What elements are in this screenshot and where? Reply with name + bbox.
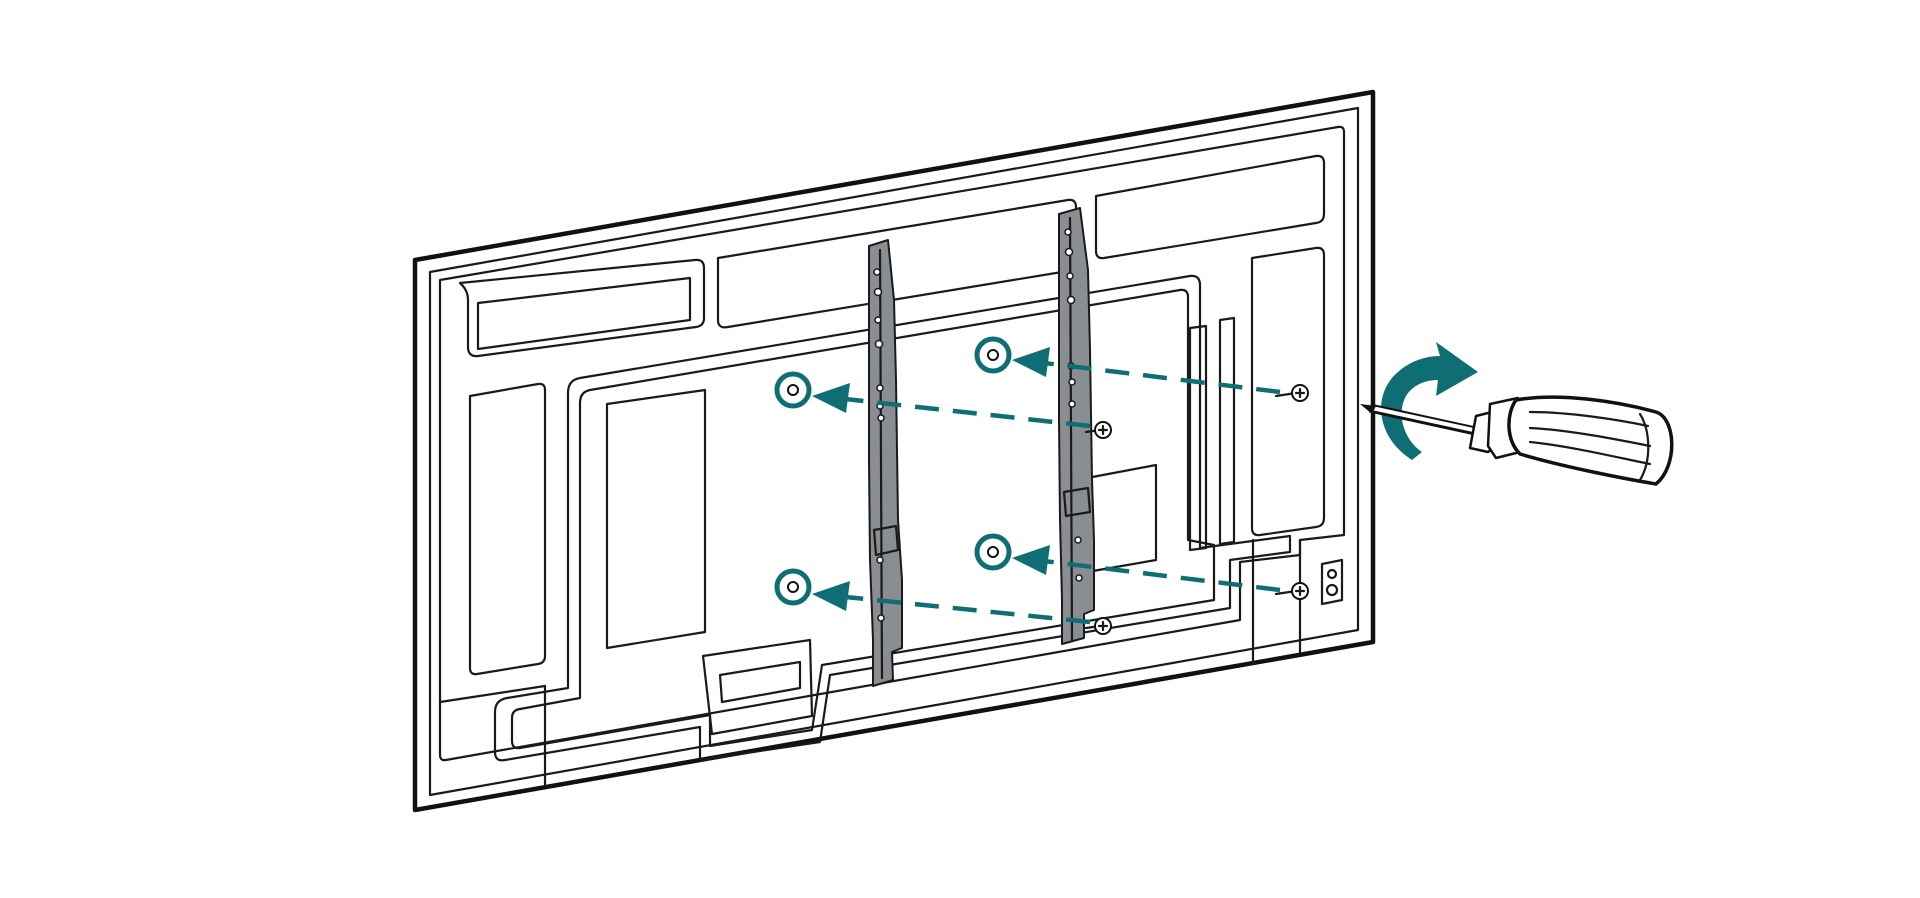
dashed-arrow-line-4 [1035, 557, 1281, 593]
left-mounting-bracket [868, 239, 903, 687]
dashed-arrow-line-3 [835, 593, 1091, 625]
port-icon [1326, 568, 1338, 580]
target-circle-icon-3 [774, 568, 812, 606]
arrow-head-icon [812, 383, 850, 413]
arrow-head-icon-4 [1012, 545, 1050, 575]
dashed-arrow-line-2 [1035, 359, 1281, 395]
screw-icon-4 [1274, 582, 1309, 600]
screw-icon-2 [1274, 384, 1309, 402]
screwdriver-icon [1360, 395, 1674, 486]
curved-arrow-icon [1381, 342, 1478, 460]
insertion-arrows [812, 347, 1281, 625]
tv-center-housing [493, 274, 1292, 762]
screw-icon-3 [1084, 617, 1112, 635]
target-circle-icon-4 [974, 533, 1012, 571]
tv-recess-left-slot [468, 382, 547, 676]
dashed-arrow-line [835, 395, 1091, 429]
port-icon-2 [1325, 583, 1339, 597]
tv-recess-top-right [1094, 154, 1326, 260]
tv-inner-bezel [428, 106, 1360, 797]
arrow-head-icon-3 [812, 581, 850, 611]
tv-recess-top-left [458, 258, 706, 358]
screw-icon [1084, 421, 1112, 439]
rating-label-box [701, 638, 814, 736]
arrow-head-icon-2 [1012, 347, 1050, 377]
screws [1084, 384, 1309, 635]
target-circle-icon-2 [974, 336, 1012, 374]
mount-hole-targets [774, 336, 1012, 606]
tv-service-panel-left [605, 388, 707, 650]
tv-recess-right [1250, 246, 1326, 537]
io-ports [1320, 558, 1344, 606]
target-circle-icon [774, 371, 812, 409]
